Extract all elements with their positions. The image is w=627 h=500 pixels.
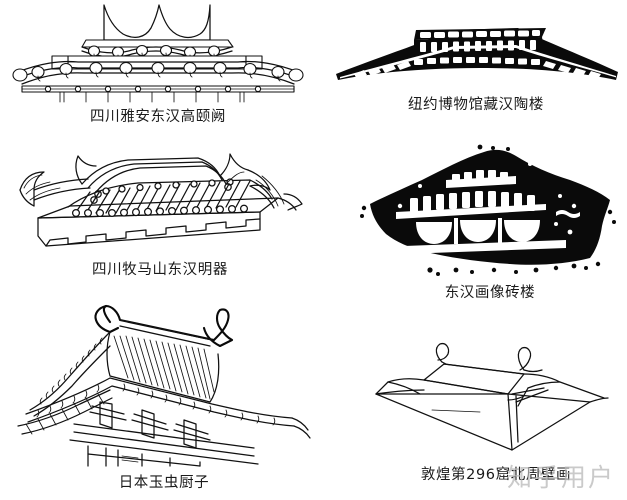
illustration-tamamushi (14, 304, 314, 467)
illustration-dunhuang (372, 340, 620, 460)
figure-caption: 纽约博物馆藏汉陶楼 (408, 97, 544, 113)
figure-brick-relief: 东汉画像砖楼 (360, 144, 620, 302)
illustration-brick-relief (360, 144, 620, 276)
figure-mumashan: 四川牧马山东汉明器 (10, 150, 310, 279)
figure-caption: 四川雅安东汉高颐阙 (90, 109, 226, 125)
figure-tamamushi: 日本玉虫厨子 (14, 304, 314, 492)
figure-caption: 四川牧马山东汉明器 (92, 262, 228, 278)
illustration-mumashan (10, 150, 310, 254)
figure-caption: 东汉画像砖楼 (444, 285, 536, 301)
figure-dunhuang: 敦煌第296窟北周壁画 (372, 340, 620, 484)
figure-caption: 日本玉虫厨子 (118, 475, 210, 491)
figure-ny-pottery: 纽约博物馆藏汉陶楼 (330, 14, 622, 114)
illustration-ny-pottery (330, 14, 622, 86)
figure-gaoyi-que: 四川雅安东汉高颐阙 (8, 2, 308, 126)
figure-caption: 敦煌第296窟北周壁画 (420, 467, 572, 483)
illustration-gaoyi-que (8, 2, 308, 103)
